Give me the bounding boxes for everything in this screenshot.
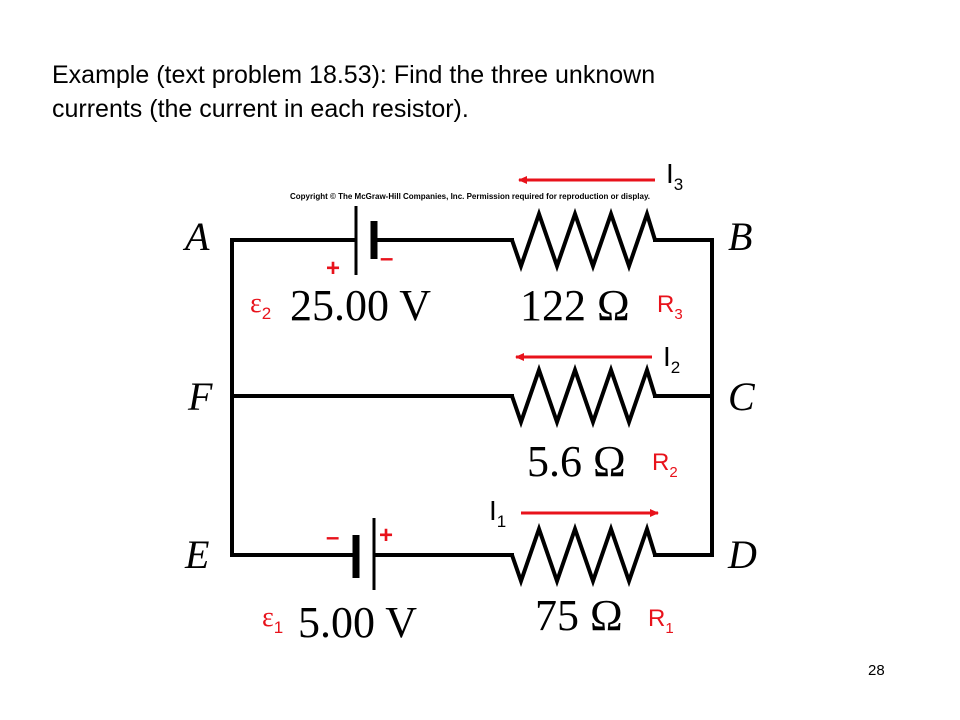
battery-bottom-minus-sign: – [326, 524, 339, 551]
current-i3-label: I3 [666, 158, 683, 194]
resistor-bot-zigzag [510, 522, 657, 588]
node-label-e: E [184, 532, 209, 577]
resistor-mid-zigzag [510, 363, 657, 429]
copyright-notice: Copyright © The McGraw-Hill Companies, I… [290, 192, 650, 201]
resistor-r3-label: R3 [657, 291, 683, 323]
emf-2-label: ε2 [250, 288, 271, 323]
battery-bottom [352, 518, 376, 590]
slide-title: Example (text problem 18.53): Find the t… [52, 58, 892, 126]
node-label-b: B [728, 214, 752, 259]
battery-bottom-voltage: 5.00 V [298, 598, 417, 647]
battery-top [354, 206, 378, 275]
node-label-c: C [728, 374, 756, 419]
resistor-mid-value: 5.6 Ω [527, 437, 626, 486]
node-label-d: D [727, 532, 757, 577]
circuit-wires [230, 238, 714, 557]
battery-top-minus-sign: – [380, 245, 393, 272]
title-line-1: Example (text problem 18.53): Find the t… [52, 61, 656, 89]
resistor-top-value: 122 Ω [520, 281, 630, 330]
node-label-f: F [187, 374, 213, 419]
battery-top-voltage: 25.00 V [290, 281, 431, 330]
title-line-2: currents (the current in each resistor). [52, 95, 469, 123]
resistor-bot-value: 75 Ω [535, 591, 623, 640]
emf-1-label: ε1 [262, 602, 283, 637]
slide-number: 28 [868, 662, 885, 679]
node-label-a: A [182, 214, 210, 259]
resistor-r2-label: R2 [652, 449, 678, 481]
current-i1-label: I1 [489, 495, 506, 531]
resistor-r1-label: R1 [648, 605, 674, 637]
battery-bottom-plus-sign: + [379, 522, 393, 549]
resistor-top-zigzag [510, 207, 657, 273]
current-i2-label: I2 [663, 341, 680, 377]
battery-top-plus-sign: + [326, 255, 340, 282]
